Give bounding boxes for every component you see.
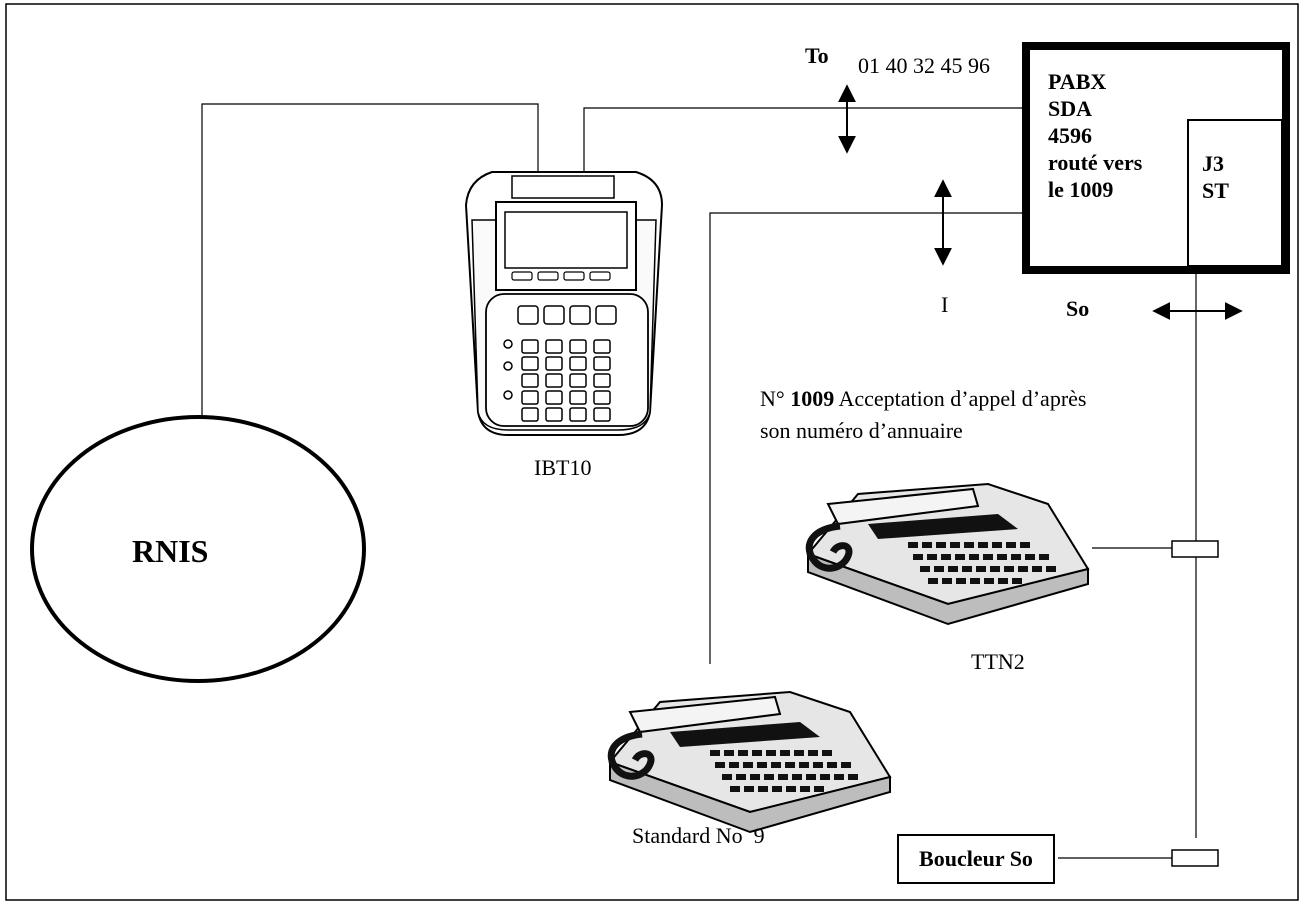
pabx-line-1: PABX [1048, 69, 1107, 94]
ttn2-phone [808, 484, 1088, 624]
rnis-network-ellipse [30, 415, 366, 683]
j3-line-1: J3 [1202, 151, 1224, 176]
boucleur-box: Boucleur So [897, 834, 1055, 884]
outer-frame [5, 3, 1299, 901]
pabx-line-4: routé vers [1048, 150, 1143, 175]
ttn2-label: TTN2 [971, 649, 1025, 674]
annotation-text-1: Acceptation d’appel d’après [838, 386, 1087, 411]
pabx-text: PABX SDA 4596 routé vers le 1009 [1048, 68, 1142, 203]
i-link-label: I [941, 292, 949, 317]
to-phone-number: 01 40 32 45 96 [858, 53, 990, 78]
pabx-line-3: 4596 [1048, 123, 1092, 148]
j3-module-text: J3 ST [1202, 150, 1229, 204]
pabx-line-2: SDA [1048, 96, 1093, 121]
j3-line-2: ST [1202, 178, 1229, 203]
so-link-label: So [1066, 296, 1090, 321]
pabx-line-5: le 1009 [1048, 177, 1114, 202]
j3-module-box [1187, 119, 1283, 267]
connector-boucleur [1171, 849, 1219, 867]
to-link-label: To [805, 43, 829, 68]
annotation-prefix: N° [760, 386, 785, 411]
standard-label: Standard No 9 [632, 823, 765, 848]
connector-ttn2 [1171, 540, 1219, 558]
boucleur-label: Boucleur So [919, 846, 1033, 871]
annotation-1009: N° 1009 Acceptation d’appel d’après son … [760, 383, 1086, 447]
rnis-label: RNIS [132, 533, 209, 569]
ibt10-terminal [464, 171, 664, 436]
annotation-number: 1009 [790, 386, 835, 411]
annotation-text-2: son numéro d’annuaire [760, 418, 963, 443]
standard-phone [610, 692, 890, 832]
ibt10-label: IBT10 [534, 455, 592, 480]
